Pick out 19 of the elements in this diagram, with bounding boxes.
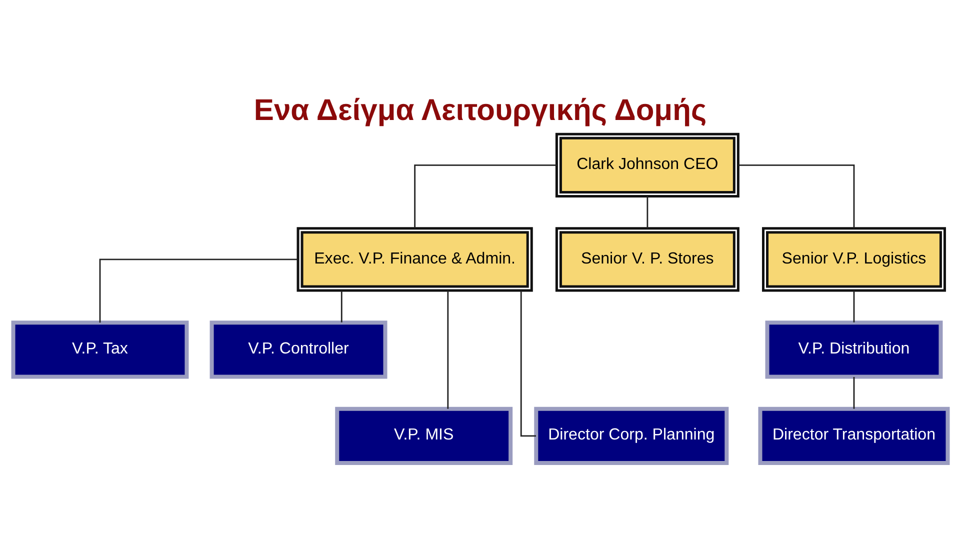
- node-box: V.P. Tax: [10, 320, 188, 379]
- connector: [340, 290, 342, 322]
- connector: [646, 196, 648, 228]
- node-box: V.P. Controller: [209, 320, 387, 379]
- node-box: Clark Johnson CEO: [554, 132, 739, 198]
- diagram-title: Ενα Δείγμα Λειτουργικής Δομής: [253, 94, 706, 128]
- connector: [98, 258, 298, 323]
- connector: [852, 290, 854, 322]
- node-box: Director Transportation: [758, 406, 950, 465]
- node-box: Director Corp. Planning: [534, 406, 728, 465]
- connector: [852, 376, 854, 409]
- node-box: Senior V.P. Logistics: [762, 227, 946, 292]
- node-box: V.P. MIS: [334, 406, 512, 465]
- connector: [738, 164, 854, 228]
- node-box: Senior V. P. Stores: [554, 227, 739, 292]
- node-box: V.P. Distribution: [764, 320, 942, 379]
- node-box: Exec. V.P. Finance & Admin.: [296, 227, 532, 292]
- connector: [414, 164, 556, 228]
- connector: [446, 290, 448, 409]
